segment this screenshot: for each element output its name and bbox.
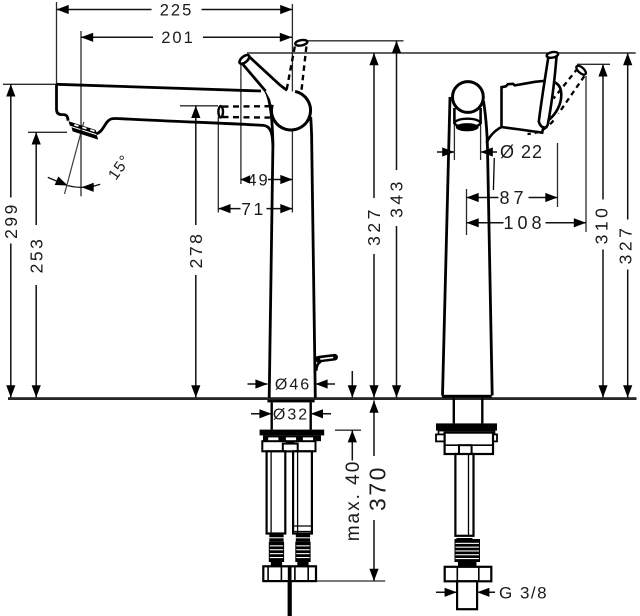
svg-text:G 3/8: G 3/8 <box>499 583 548 602</box>
svg-text:253: 253 <box>26 237 46 274</box>
svg-text:278: 278 <box>186 232 206 269</box>
svg-text:71: 71 <box>241 199 265 219</box>
svg-text:225: 225 <box>160 2 194 20</box>
svg-text:Ø 22: Ø 22 <box>500 142 543 162</box>
svg-text:Ø46: Ø46 <box>275 377 311 394</box>
svg-text:310: 310 <box>592 205 612 245</box>
svg-text:49: 49 <box>247 171 269 189</box>
svg-text:343: 343 <box>387 178 407 218</box>
svg-text:87: 87 <box>499 188 527 208</box>
svg-text:370: 370 <box>365 465 391 511</box>
svg-text:201: 201 <box>161 29 195 47</box>
svg-text:327: 327 <box>364 206 384 246</box>
svg-text:327: 327 <box>616 225 636 265</box>
svg-text:Ø32: Ø32 <box>273 407 309 424</box>
svg-text:108: 108 <box>503 213 545 233</box>
svg-text:299: 299 <box>1 202 21 239</box>
svg-text:max. 40: max. 40 <box>343 460 364 542</box>
